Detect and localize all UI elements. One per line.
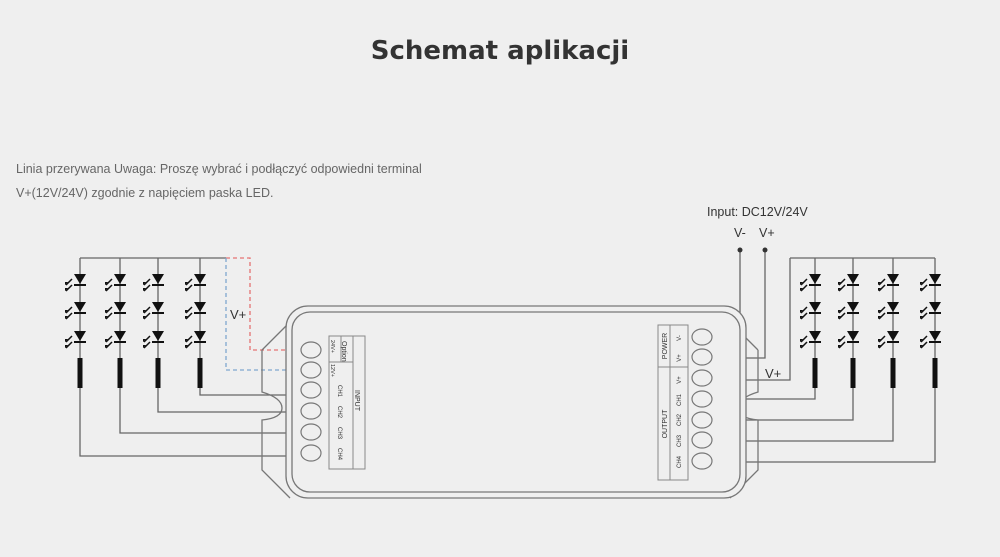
out-pin-ch3: CH3 — [677, 434, 683, 447]
led-diode-icon — [143, 331, 164, 349]
controller-device — [261, 305, 759, 499]
resistor-icon — [117, 358, 123, 388]
led-diode-icon — [185, 302, 206, 320]
led-diode-icon — [838, 302, 859, 320]
note-line-2: V+(12V/24V) zgodnie z napięciem paska LE… — [16, 186, 274, 200]
led-diode-icon — [920, 331, 941, 349]
out-pin-ch1: CH1 — [677, 393, 683, 406]
led-diode-icon — [920, 302, 941, 320]
input-ch2-label: CH2 — [336, 406, 342, 419]
led-diode-icon — [143, 274, 164, 292]
led-diode-icon — [105, 331, 126, 349]
option-label: Option — [340, 341, 347, 362]
led-diode-icon — [800, 331, 821, 349]
input-ch1-label: CH1 — [336, 385, 342, 398]
input-label-box — [328, 335, 366, 470]
led-diode-icon — [800, 274, 821, 292]
out-pin-vminus: V- — [677, 335, 683, 341]
output-label-box — [657, 324, 689, 481]
led-diode-icon — [838, 274, 859, 292]
vminus-label: V- — [734, 226, 746, 240]
input-ch3-label: CH3 — [336, 427, 342, 440]
led-strip — [143, 258, 164, 388]
led-strip — [65, 258, 86, 388]
option-12v-label: 12V+ — [329, 364, 335, 377]
right-vplus-label: V+ — [765, 366, 781, 381]
led-diode-icon — [185, 274, 206, 292]
led-diode-icon — [878, 302, 899, 320]
input-section-label: INPUT — [353, 390, 360, 412]
resistor-icon — [197, 358, 203, 388]
resistor-icon — [155, 358, 161, 388]
led-diode-icon — [800, 302, 821, 320]
vplus-terminal-dot — [762, 247, 768, 253]
dashed-24v-line — [226, 257, 300, 351]
led-diode-icon — [838, 331, 859, 349]
led-strip — [800, 258, 821, 388]
led-diode-icon — [878, 331, 899, 349]
led-diode-icon — [105, 274, 126, 292]
page-title: Schemat aplikacji — [370, 36, 630, 66]
input-terminals — [300, 341, 322, 462]
led-strips — [65, 258, 941, 388]
resistor-icon — [890, 358, 896, 388]
option-24v-label: 24V+ — [329, 340, 335, 353]
led-diode-icon — [65, 274, 86, 292]
vplus-label: V+ — [759, 226, 775, 240]
power-label: POWER — [662, 333, 669, 359]
output-terminals — [691, 328, 713, 470]
led-strip — [878, 258, 899, 388]
input-ch4-label: CH4 — [336, 448, 342, 461]
out-pin-vplus-power: V+ — [677, 354, 683, 362]
out-pin-vplus: V+ — [677, 376, 683, 384]
left-vplus-label: V+ — [230, 307, 246, 322]
led-diode-icon — [920, 274, 941, 292]
led-strip — [838, 258, 859, 388]
led-diode-icon — [143, 302, 164, 320]
vminus-terminal-dot — [737, 247, 743, 253]
resistor-icon — [932, 358, 938, 388]
led-diode-icon — [65, 331, 86, 349]
led-diode-icon — [105, 302, 126, 320]
out-pin-ch2: CH2 — [677, 413, 683, 426]
led-strip — [185, 258, 206, 388]
resistor-icon — [77, 358, 83, 388]
input-voltage-label: Input: DC12V/24V — [707, 205, 808, 219]
led-diode-icon — [185, 331, 206, 349]
led-strip — [920, 258, 941, 388]
led-strip — [105, 258, 126, 388]
dashed-12v-line — [225, 258, 300, 371]
out-pin-ch4: CH4 — [677, 455, 683, 468]
output-label: OUTPUT — [662, 409, 669, 439]
resistor-icon — [812, 358, 818, 388]
resistor-icon — [850, 358, 856, 388]
note-line-1: Linia przerywana Uwaga: Proszę wybrać i … — [16, 162, 422, 176]
led-diode-icon — [65, 302, 86, 320]
led-diode-icon — [878, 274, 899, 292]
